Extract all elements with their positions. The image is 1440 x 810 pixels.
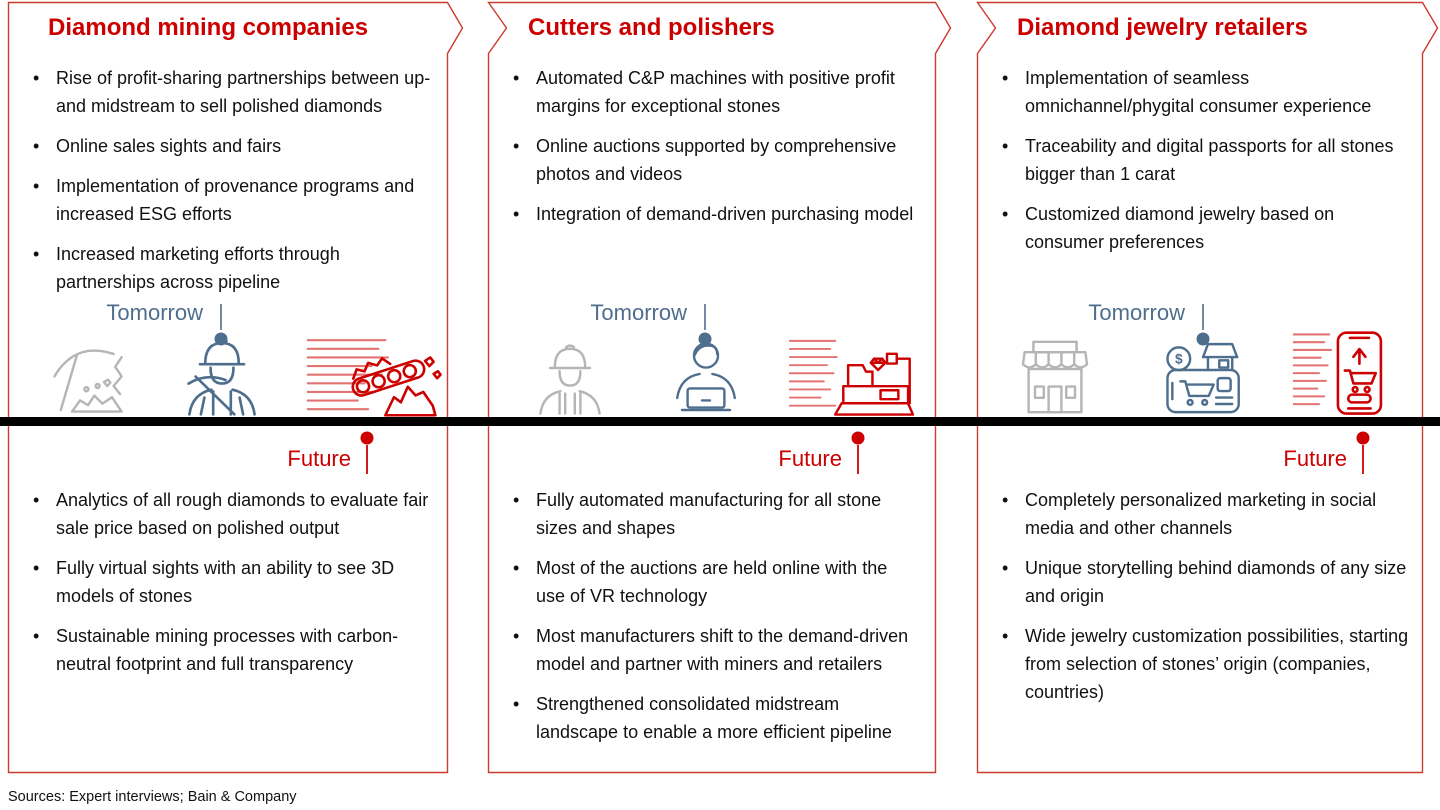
bullet-item: Wide jewelry customization possibilities…: [999, 622, 1411, 706]
bullet-item: Analytics of all rough diamonds to evalu…: [30, 486, 434, 542]
future-bullet-list: Completely personalized marketing in soc…: [999, 486, 1411, 718]
future-pin-icon: [360, 431, 374, 474]
svg-text:$: $: [1175, 352, 1183, 367]
bullet-item: Automated C&P machines with positive pro…: [510, 64, 921, 120]
panel-title: Cutters and polishers: [528, 14, 775, 41]
tomorrow-bullet-list: Automated C&P machines with positive pro…: [510, 64, 921, 240]
tomorrow-label-group: Tomorrow: [1088, 300, 1211, 348]
tomorrow-label-group: Tomorrow: [590, 300, 713, 348]
panel-title: Diamond jewelry retailers: [1017, 14, 1308, 41]
bullet-item: Fully automated manufacturing for all st…: [510, 486, 921, 542]
bullet-item: Most of the auctions are held online wit…: [510, 554, 921, 610]
future-bullet-list: Analytics of all rough diamonds to evalu…: [30, 486, 434, 690]
panel-cutters-outline: [487, 1, 952, 774]
bullet-item: Completely personalized marketing in soc…: [999, 486, 1411, 542]
automated-cutting-machine-icon: [788, 339, 915, 416]
storefront-icon: [1021, 340, 1089, 414]
bullet-item: Most manufacturers shift to the demand-d…: [510, 622, 921, 678]
omnichannel-commerce-icon: $: [1166, 342, 1240, 414]
tomorrow-label: Tomorrow: [590, 300, 687, 325]
bullet-item: Integration of demand-driven purchasing …: [510, 200, 921, 228]
future-label-group: Future: [287, 430, 375, 476]
bullet-item: Sustainable mining processes with carbon…: [30, 622, 434, 678]
bullet-item: Customized diamond jewelry based on cons…: [999, 200, 1411, 256]
laptop-operator-icon: [676, 342, 736, 412]
tomorrow-pin-icon: [1196, 304, 1210, 346]
bullet-item: Online sales sights and fairs: [30, 132, 434, 160]
timeline-axis: [0, 417, 1440, 426]
sources-note: Sources: Expert interviews; Bain & Compa…: [8, 789, 297, 805]
tomorrow-label-group: Tomorrow: [106, 300, 229, 348]
tomorrow-pin-icon: [698, 304, 712, 346]
miner-worker-icon: [187, 338, 256, 416]
accelerated-mining-plant-icon: [306, 339, 442, 417]
future-pin-icon: [851, 431, 865, 474]
future-label-group: Future: [778, 430, 866, 476]
panel-cutters-polishers: Cutters and polishers Automated C&P mach…: [488, 2, 935, 773]
panel-jewelry-retailers: Diamond jewelry retailers Implementation…: [977, 2, 1425, 773]
bullet-item: Strengthened consolidated midstream land…: [510, 690, 921, 746]
tomorrow-label: Tomorrow: [106, 300, 203, 325]
future-label-group: Future: [1283, 430, 1371, 476]
future-label: Future: [287, 446, 351, 471]
panel-mining-outline: [7, 1, 464, 774]
future-bullet-list: Fully automated manufacturing for all st…: [510, 486, 921, 758]
bullet-item: Unique storytelling behind diamonds of a…: [999, 554, 1411, 610]
mobile-shopping-icon: [1293, 331, 1383, 415]
manual-cutter-icon: [539, 344, 601, 415]
bullet-item: Rise of profit-sharing partnerships betw…: [30, 64, 434, 120]
future-label: Future: [778, 446, 842, 471]
bullet-item: Traceability and digital passports for a…: [999, 132, 1411, 188]
bullet-item: Fully virtual sights with an ability to …: [30, 554, 434, 610]
panel-retailers-outline: [976, 1, 1439, 774]
bullet-item: Online auctions supported by comprehensi…: [510, 132, 921, 188]
pickaxe-icon: [53, 349, 123, 413]
bullet-item: Implementation of seamless omnichannel/p…: [999, 64, 1411, 120]
bullet-item: Implementation of provenance programs an…: [30, 172, 434, 228]
tomorrow-label: Tomorrow: [1088, 300, 1185, 325]
future-pin-icon: [1356, 431, 1370, 474]
panel-title: Diamond mining companies: [48, 14, 369, 41]
tomorrow-bullet-list: Rise of profit-sharing partnerships betw…: [30, 64, 434, 308]
panel-diamond-mining: Diamond mining companies Rise of profit-…: [8, 2, 448, 773]
future-label: Future: [1283, 446, 1347, 471]
bullet-item: Increased marketing efforts through part…: [30, 240, 434, 296]
tomorrow-bullet-list: Implementation of seamless omnichannel/p…: [999, 64, 1411, 268]
